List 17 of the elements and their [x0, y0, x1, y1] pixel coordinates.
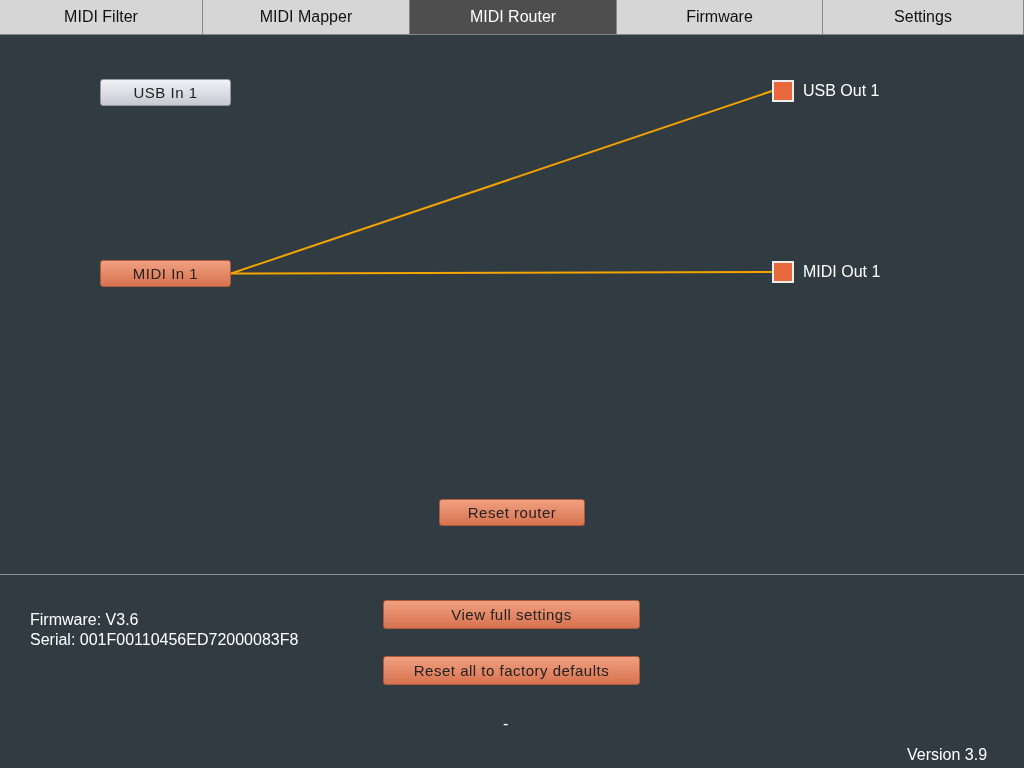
version-text: Version 3.9 [907, 746, 988, 764]
firmware-text: Firmware: V3.6 [30, 611, 139, 629]
port-label: USB Out 1 [803, 82, 880, 100]
serial-number-text: Serial: 001F00110456ED72000083F8 [30, 631, 299, 649]
tab: MIDI Mapper [203, 0, 410, 35]
input-port-button: USB In 1 [100, 79, 231, 106]
reset-router-button: Reset router [439, 499, 585, 526]
factory-reset-button: Reset all to factory defaults [383, 656, 640, 685]
port-label: MIDI Out 1 [803, 263, 881, 281]
tab: Firmware [617, 0, 823, 35]
tab: MIDI Router [410, 0, 617, 35]
tab: MIDI Filter [0, 0, 203, 35]
tab: Settings [823, 0, 1024, 35]
view-settings-button: View full settings [383, 600, 640, 629]
input-port-button: MIDI In 1 [100, 260, 231, 287]
route-line [230, 271, 773, 275]
status-text: - [503, 715, 509, 733]
